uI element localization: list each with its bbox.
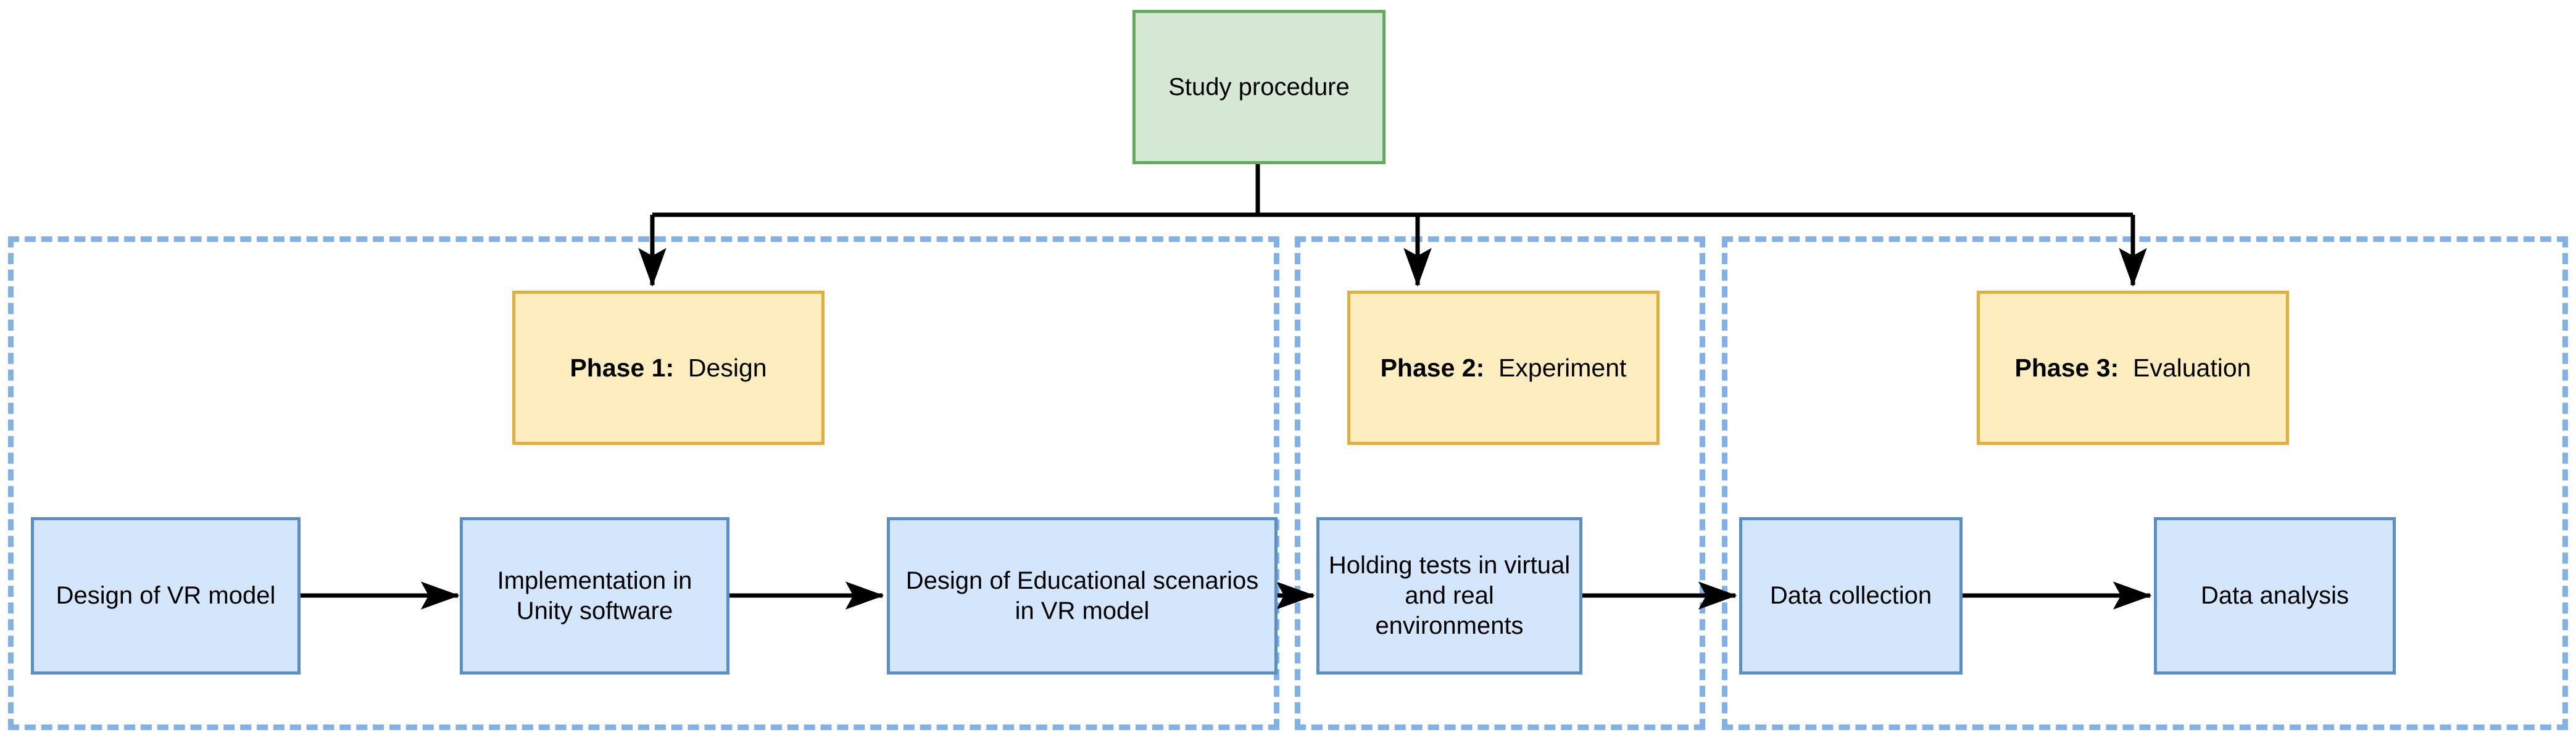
- node-study-procedure-label: Study procedure: [1168, 73, 1350, 101]
- phase-2-number: Phase 2:: [1380, 353, 1485, 382]
- node-design-of-educational-scenarios-label: Design of Educational scenarios in VR mo…: [905, 567, 1259, 625]
- node-study-procedure[interactable]: Study procedure: [1132, 10, 1386, 164]
- node-implementation-in-unity-software-label: Implementation in Unity software: [497, 567, 692, 625]
- node-design-of-vr-model-label: Design of VR model: [56, 582, 276, 610]
- phase-3-name: Evaluation: [2133, 353, 2251, 382]
- phase-1-container: [8, 236, 1279, 730]
- phase-2-name: Experiment: [1498, 353, 1627, 382]
- node-implementation-in-unity-software[interactable]: Implementation in Unity software: [460, 517, 729, 675]
- node-data-analysis[interactable]: Data analysis: [2154, 517, 2396, 675]
- node-phase-1-label: Phase 1: Design: [561, 352, 775, 383]
- phase-2-container: [1295, 236, 1705, 730]
- phase-2-spacer: [1492, 354, 1498, 382]
- node-design-of-vr-model[interactable]: Design of VR model: [31, 517, 301, 675]
- phase-3-spacer: [2126, 354, 2133, 382]
- node-phase-1[interactable]: Phase 1: Design: [512, 291, 825, 445]
- node-phase-2-label: Phase 2: Experiment: [1372, 352, 1635, 383]
- node-data-collection-label: Data collection: [1769, 582, 1932, 610]
- phase-1-spacer: [681, 354, 688, 382]
- node-phase-3-label: Phase 3: Evaluation: [2006, 352, 2260, 383]
- node-phase-3[interactable]: Phase 3: Evaluation: [1977, 291, 2289, 445]
- node-data-analysis-label: Data analysis: [2200, 582, 2350, 610]
- phase-1-number: Phase 1:: [570, 353, 675, 382]
- phase-1-name: Design: [688, 353, 767, 382]
- node-holding-tests[interactable]: Holding tests in virtual and real enviro…: [1316, 517, 1582, 675]
- phase-3-container: [1722, 236, 2568, 730]
- node-holding-tests-label: Holding tests in virtual and real enviro…: [1328, 552, 1571, 639]
- node-design-of-educational-scenarios[interactable]: Design of Educational scenarios in VR mo…: [887, 517, 1278, 675]
- node-data-collection[interactable]: Data collection: [1739, 517, 1963, 675]
- node-phase-2[interactable]: Phase 2: Experiment: [1347, 291, 1660, 445]
- phase-3-number: Phase 3:: [2014, 353, 2119, 382]
